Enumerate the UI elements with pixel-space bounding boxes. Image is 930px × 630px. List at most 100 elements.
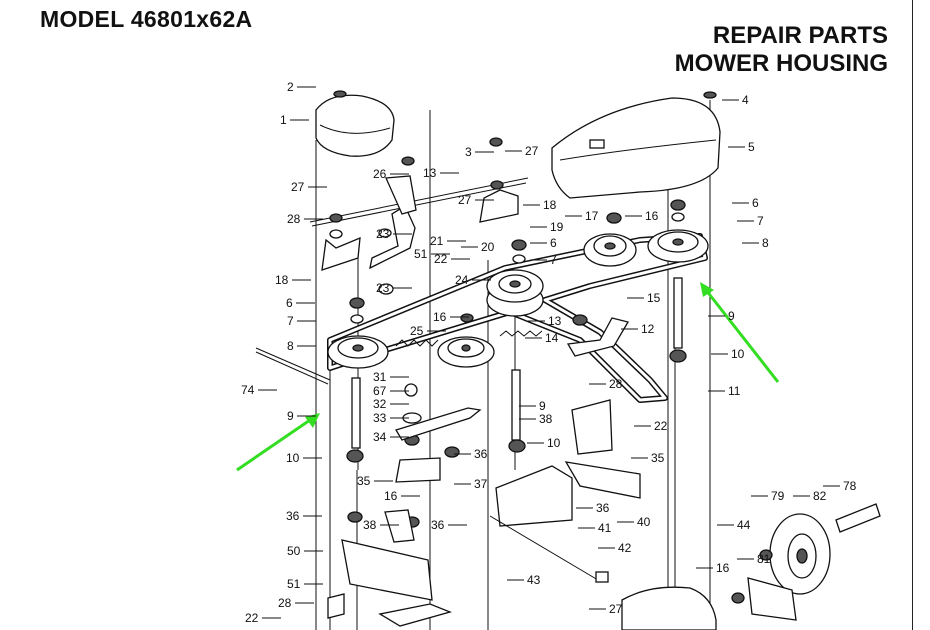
spindle-cover-right: [551, 97, 721, 199]
part-38: [384, 509, 415, 543]
callout-label: 3: [465, 145, 472, 159]
callout-label: 22: [434, 252, 448, 266]
callout-label: 20: [481, 240, 495, 254]
callout-label: 15: [647, 291, 661, 305]
bracket-12: [566, 317, 629, 357]
bracket-18-right: [479, 189, 519, 223]
plate-50: [341, 539, 433, 601]
callout-label: 32: [373, 397, 387, 411]
pulley-8-left: [327, 335, 389, 369]
rod-74: [255, 347, 331, 381]
callout-label: 27: [609, 602, 623, 616]
callout-label: 13: [423, 166, 437, 180]
bracket-40: [571, 399, 613, 455]
spindle-9-right: [673, 277, 683, 349]
callout-label: 10: [547, 436, 561, 450]
callout-label: 17: [585, 209, 599, 223]
callout-label: 22: [245, 611, 259, 625]
spindle-cover-left: [315, 94, 395, 157]
bracket-21: [369, 205, 416, 270]
callout-label: 24: [455, 273, 469, 287]
callout-label: 82: [813, 489, 827, 503]
callout-label: 35: [357, 474, 371, 488]
callout-label: 28: [609, 377, 623, 391]
callout-label: 23: [376, 227, 390, 241]
callout-label: 19: [550, 220, 564, 234]
callout-label: 2: [287, 80, 294, 94]
callout-labels: 2 1 3 4 5 27 26 13 27 27 18 28 6 7 17 16…: [241, 80, 857, 625]
callout-label: 27: [525, 144, 539, 158]
bracket-41: [564, 461, 641, 499]
callout-label: 10: [731, 347, 745, 361]
callout-label: 6: [752, 196, 759, 210]
green-arrow: [700, 282, 780, 383]
callout-label: 43: [527, 573, 541, 587]
callout-label: 7: [550, 253, 557, 267]
callout-label: 79: [771, 489, 785, 503]
callout-label: 34: [373, 430, 387, 444]
callout-label: 16: [645, 209, 659, 223]
callout-label: 36: [286, 509, 300, 523]
callout-label: 78: [843, 479, 857, 493]
callout-label: 31: [373, 370, 387, 384]
callout-label: 7: [757, 214, 764, 228]
callout-label: 36: [474, 447, 488, 461]
callout-label: 8: [762, 236, 769, 250]
callout-label: 33: [373, 411, 387, 425]
gauge-wheel-assembly: [731, 503, 881, 621]
callout-label: 37: [474, 477, 488, 491]
rod-44: [489, 515, 599, 581]
part-43: [595, 571, 609, 583]
callout-label: 42: [618, 541, 632, 555]
bracket-37: [395, 457, 441, 483]
callout-label: 38: [539, 412, 553, 426]
housing-corner: [621, 586, 717, 630]
callout-label: 12: [641, 322, 655, 336]
callout-label: 9: [728, 309, 735, 323]
callout-label: 9: [287, 409, 294, 423]
bracket-18-left: [321, 236, 361, 271]
pulley-8-right: [647, 229, 709, 263]
callout-label: 27: [458, 193, 472, 207]
spindle-9-center: [511, 369, 521, 441]
callout-label: 28: [287, 212, 301, 226]
callout-label: 36: [431, 518, 445, 532]
callout-label: 35: [651, 451, 665, 465]
pulley-25-idler: [437, 336, 495, 368]
plate-42: [495, 465, 573, 527]
callout-label: 22: [654, 419, 668, 433]
callout-label: 13: [548, 314, 562, 328]
bracket-bottom: [378, 603, 453, 627]
callout-label: 51: [287, 577, 301, 591]
callout-label: 36: [596, 501, 610, 515]
callout-label: 38: [363, 518, 377, 532]
callout-label: 10: [286, 451, 300, 465]
callout-label: 6: [286, 296, 293, 310]
model-number: MODEL 46801x62A: [40, 6, 253, 32]
bracket-26: [385, 175, 417, 215]
page-edge-line: [912, 0, 913, 630]
callout-label: 28: [278, 596, 292, 610]
callout-label: 1: [280, 113, 287, 127]
callout-label: 50: [287, 544, 301, 558]
bracket-33: [395, 407, 482, 441]
callout-label: 51: [414, 247, 428, 261]
callout-label: 7: [287, 314, 294, 328]
callout-label: 26: [373, 167, 387, 181]
callout-label: 25: [410, 324, 424, 338]
callout-label: 27: [291, 180, 305, 194]
callout-label: 23: [376, 281, 390, 295]
callout-label: 9: [539, 399, 546, 413]
spindle-9-left: [351, 377, 361, 449]
pulley-17: [583, 233, 637, 267]
callout-label: 18: [275, 273, 289, 287]
leader-lines: [258, 86, 840, 619]
callout-label: 44: [737, 518, 751, 532]
callout-label: 16: [384, 489, 398, 503]
spring-31: [395, 339, 439, 347]
callout-label: 21: [430, 234, 444, 248]
callout-label: 16: [716, 561, 730, 575]
callout-label: 11: [728, 384, 741, 398]
